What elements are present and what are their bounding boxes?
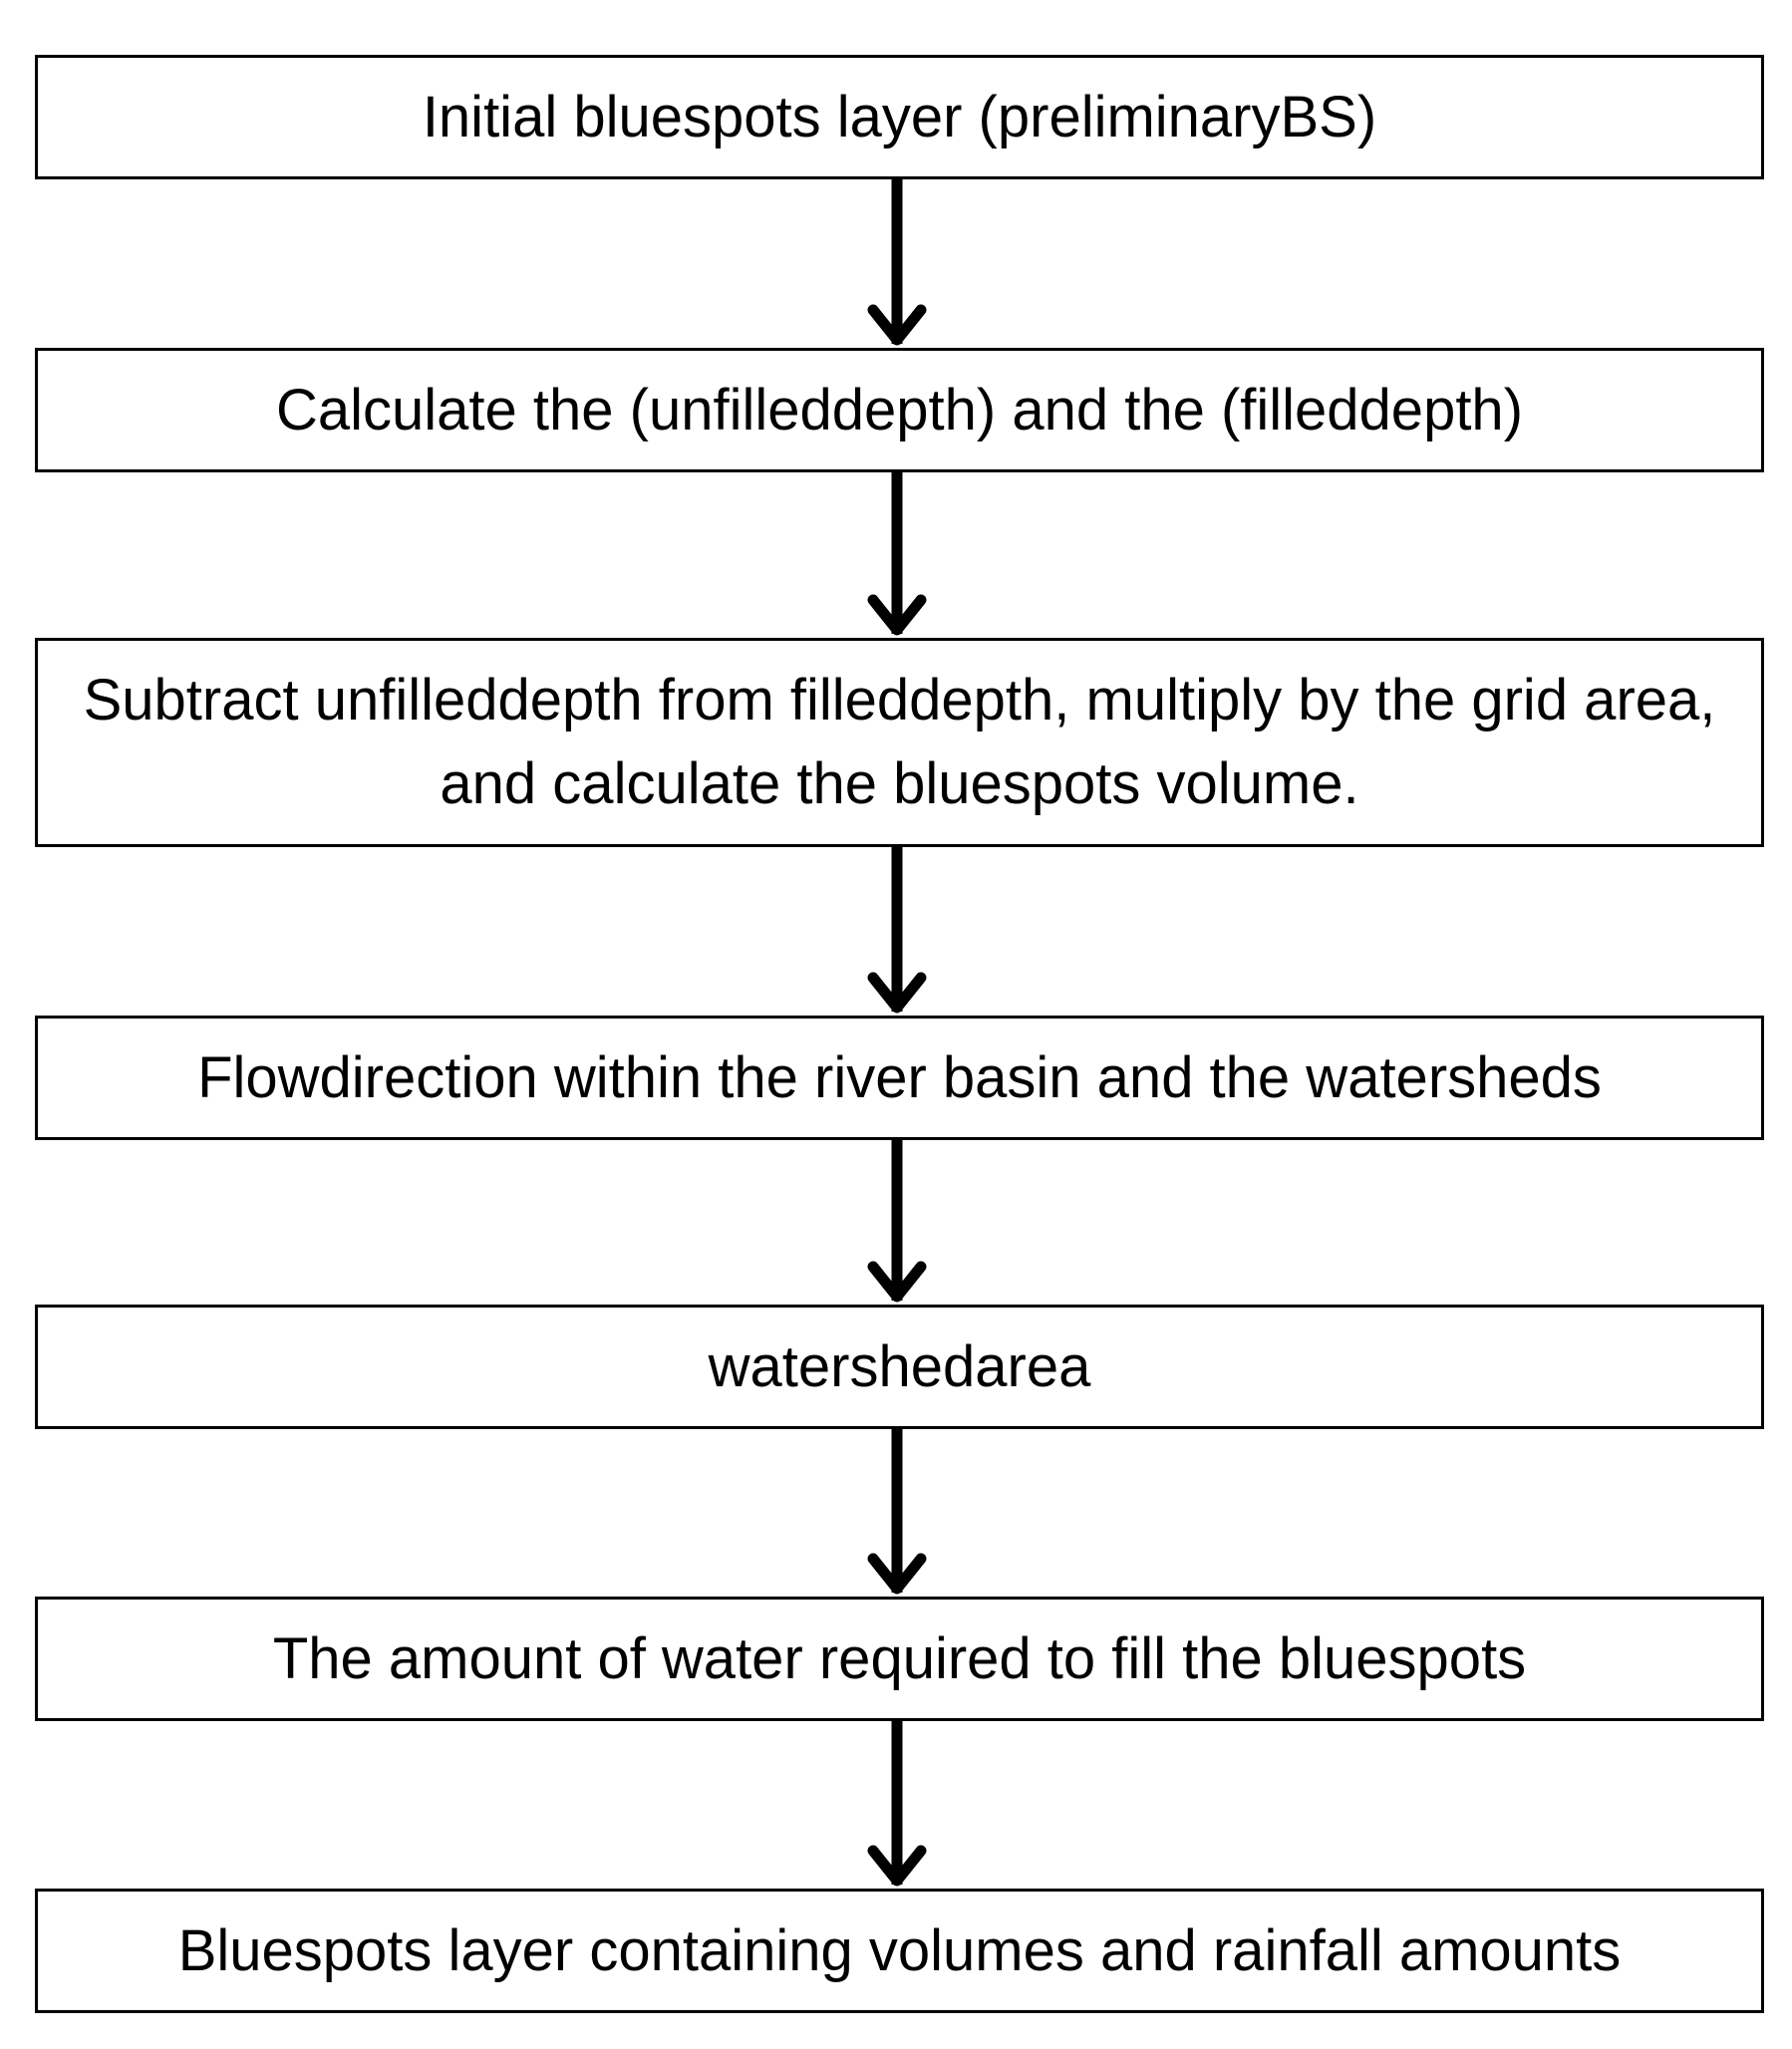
flow-arrow: [867, 179, 927, 346]
step-label: Subtract unfilleddepth from filleddepth,…: [83, 668, 1716, 816]
arrow-head: [867, 972, 927, 1014]
step-label: watershedarea: [708, 1333, 1091, 1399]
step-label: Flowdirection within the river basin and…: [197, 1044, 1602, 1110]
flow-arrow: [867, 847, 927, 1014]
flow-arrow: [867, 1429, 927, 1595]
arrow-head: [867, 1553, 927, 1595]
arrow-head: [867, 304, 927, 346]
arrow-head: [867, 1261, 927, 1303]
flow-arrow: [867, 472, 927, 636]
arrow-head: [867, 594, 927, 636]
step-water-required-box: The amount of water required to fill the…: [35, 1597, 1764, 1721]
step-flowdirection-box: Flowdirection within the river basin and…: [35, 1016, 1764, 1140]
flow-arrow: [867, 1140, 927, 1303]
step-subtract-volume-box: Subtract unfilleddepth from filleddepth,…: [35, 638, 1764, 847]
arrow-head: [867, 1845, 927, 1887]
step-label: Initial bluespots layer (preliminaryBS): [422, 84, 1377, 149]
step-final-layer-box: Bluespots layer containing volumes and r…: [35, 1889, 1764, 2013]
step-label: Calculate the (unfilleddepth) and the (f…: [275, 377, 1524, 442]
step-label: The amount of water required to fill the…: [272, 1625, 1527, 1691]
step-initial-bluespots-box: Initial bluespots layer (preliminaryBS): [35, 55, 1764, 179]
flow-arrow: [867, 1721, 927, 1887]
step-calculate-depths-box: Calculate the (unfilleddepth) and the (f…: [35, 348, 1764, 472]
step-watershedarea-box: watershedarea: [35, 1305, 1764, 1429]
step-label: Bluespots layer containing volumes and r…: [177, 1917, 1622, 1983]
